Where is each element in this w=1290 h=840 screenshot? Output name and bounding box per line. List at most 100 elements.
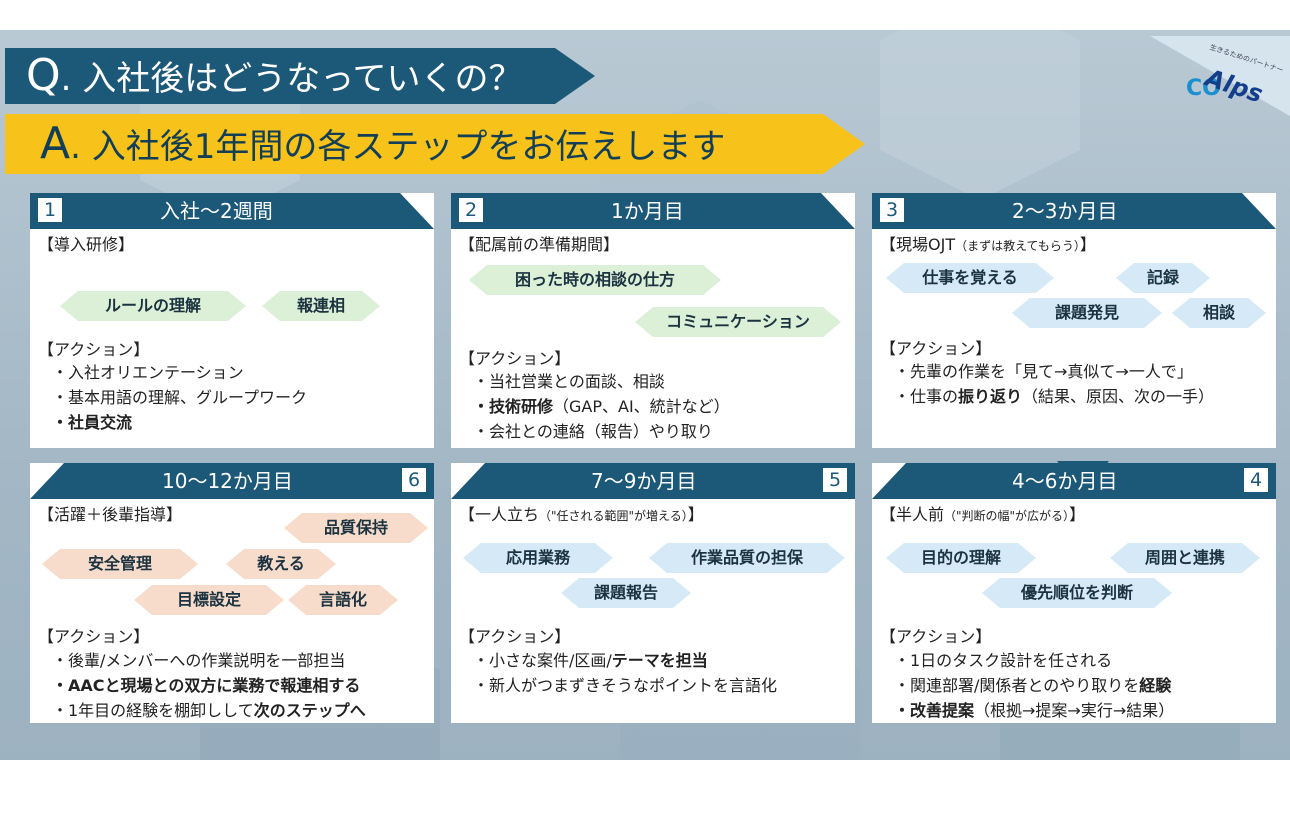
action-item-bold: ・技術研修 [473, 397, 554, 416]
step-title: 2～3か月目 [1012, 199, 1118, 223]
tag: 作業品質の担保 [649, 543, 845, 573]
tag: 相談 [1172, 298, 1266, 328]
step-card-3: 3 2～3か月目 【現場OJT（まずは教えてもらう）】 仕事を覚える 記録 課題… [872, 193, 1276, 448]
step-header: 3 2～3か月目 [872, 193, 1276, 229]
step-card-2: 2 1か月目 【配属前の準備期間】 困った時の相談の仕方 コミュニケーション 【… [451, 193, 855, 448]
action-item: ・社員交流 [52, 413, 133, 432]
action-item: ・先輩の作業を「見て→真似て→一人で」 [894, 362, 1193, 381]
subtitle-main: 【一人立ち [459, 505, 540, 524]
step-header: 1 入社～2週間 [30, 193, 434, 229]
question-text: Q. 入社後はどうなっていくの？ [26, 48, 523, 104]
tag: 記録 [1116, 263, 1210, 293]
step-header: 2 1か月目 [451, 193, 855, 229]
tag: 課題発見 [1012, 298, 1162, 328]
action-item: ・小さな案件/区画/テーマを担当 [473, 647, 708, 671]
answer-text: A. 入社後1年間の各ステップをお伝えします [40, 114, 725, 174]
step-subtitle: 【半人前（"判断の幅"が広がる）】 [880, 501, 1085, 525]
question-banner [5, 48, 595, 104]
tag: 仕事を覚える [886, 263, 1054, 293]
answer-banner [5, 114, 865, 174]
logo-mark-icon: CO [1186, 76, 1221, 101]
tag: 課題報告 [561, 578, 691, 608]
step-subtitle: 【現場OJT（まずは教えてもらう）】 [880, 231, 1096, 255]
step-subtitle: 【活躍＋後輩指導】 [38, 505, 183, 524]
step-header: 7～9か月目 5 [451, 463, 855, 499]
step-title: 入社～2週間 [160, 199, 273, 223]
step-card-5: 7～9か月目 5 【一人立ち（"任される範囲"が増える）】 応用業務 作業品質の… [451, 463, 855, 723]
action-item-bold: テーマを担当 [611, 651, 708, 670]
tag: 言語化 [288, 585, 398, 615]
action-item-bold: 振り返り [958, 387, 1023, 406]
step-header: 4～6か月目 4 [872, 463, 1276, 499]
tag: 応用業務 [463, 543, 613, 573]
tag: 安全管理 [42, 549, 198, 579]
subtitle-end: 】 [1079, 235, 1096, 254]
action-item-start: ・小さな案件/区画/ [473, 651, 612, 670]
slide: Q. 入社後はどうなっていくの？ A. 入社後1年間の各ステップをお伝えします … [0, 30, 1290, 760]
tag: ルールの理解 [60, 291, 246, 321]
step-header: 10～12か月目 6 [30, 463, 434, 499]
action-item: ・入社オリエンテーション [52, 363, 244, 382]
step-card-4: 4～6か月目 4 【半人前（"判断の幅"が広がる）】 目的の理解 周囲と連携 優… [872, 463, 1276, 723]
action-item: ・AACと現場との双方に業務で報連相する [52, 676, 361, 695]
tag: 目標設定 [134, 585, 284, 615]
action-label: 【アクション】 [459, 627, 571, 646]
answer-prefix: A [40, 118, 71, 169]
step-number: 3 [880, 198, 904, 222]
tag: 優先順位を判断 [982, 578, 1172, 608]
action-item: ・基本用語の理解、グループワーク [52, 388, 308, 407]
action-label: 【アクション】 [459, 349, 571, 368]
action-item: ・新人がつまずきそうなポイントを言語化 [473, 676, 778, 695]
action-item-bold: ・改善提案 [894, 701, 975, 720]
step-number: 4 [1244, 468, 1268, 492]
action-item: ・当社営業との面談、相談 [473, 372, 665, 391]
question-prefix: Q [26, 50, 61, 101]
tag: 困った時の相談の仕方 [469, 265, 721, 295]
subtitle-note: （"任される範囲"が増える） [539, 509, 688, 523]
step-number: 1 [38, 198, 62, 222]
step-title: 4～6か月目 [1012, 469, 1118, 493]
subtitle-main: 【現場OJT [880, 235, 956, 254]
tag: 教える [226, 549, 336, 579]
tag: 品質保持 [284, 513, 428, 543]
action-item: ・改善提案（根拠→提案→実行→結果） [894, 697, 1174, 721]
step-title: 10～12か月目 [162, 469, 293, 493]
tag: 目的の理解 [886, 543, 1036, 573]
subtitle-end: 】 [687, 505, 704, 524]
step-subtitle: 【一人立ち（"任される範囲"が増える）】 [459, 501, 704, 525]
action-item: ・会社との連絡（報告）やり取り [473, 422, 713, 441]
action-item-bold: 経験 [1139, 676, 1172, 695]
step-title: 7～9か月目 [591, 469, 697, 493]
step-card-1: 1 入社～2週間 【導入研修】 ルールの理解 報連相 【アクション】 ・入社オリ… [30, 193, 434, 448]
action-item-rest: （GAP、AI、統計など） [553, 397, 730, 416]
action-item: ・1年目の経験を棚卸しして次のステップへ [52, 697, 366, 721]
tag: 報連相 [262, 291, 380, 321]
subtitle-main: 【半人前 [880, 505, 945, 524]
action-item-bold: 次のステップへ [253, 701, 366, 720]
action-label: 【アクション】 [880, 339, 992, 358]
step-card-6: 10～12か月目 6 【活躍＋後輩指導】 品質保持 安全管理 教える 目標設定 … [30, 463, 434, 723]
question-body: . 入社後はどうなっていくの？ [60, 59, 523, 99]
action-item-start: ・1年目の経験を棚卸しして [52, 701, 254, 720]
action-item-start: ・関連部署/関係者とのやり取りを [894, 676, 1140, 695]
action-label: 【アクション】 [38, 627, 150, 646]
action-label: 【アクション】 [38, 340, 150, 359]
action-item-start: ・仕事の [894, 387, 959, 406]
action-item: ・後輩/メンバーへの作業説明を一部担当 [52, 651, 346, 670]
subtitle-note: （"判断の幅"が広がる） [944, 509, 1070, 523]
action-item-rest: （結果、原因、次の一手） [1022, 387, 1215, 406]
subtitle-note: （まずは教えてもらう） [955, 239, 1080, 253]
step-number: 6 [402, 468, 426, 492]
tag: コミュニケーション [635, 307, 841, 337]
step-number: 5 [823, 468, 847, 492]
action-item: ・仕事の振り返り（結果、原因、次の一手） [894, 383, 1214, 407]
action-item-rest: （根拠→提案→実行→結果） [974, 701, 1175, 720]
subtitle-end: 】 [1069, 505, 1086, 524]
action-label: 【アクション】 [880, 627, 992, 646]
answer-body: . 入社後1年間の各ステップをお伝えします [70, 127, 726, 167]
step-subtitle: 【配属前の準備期間】 [459, 235, 620, 254]
step-subtitle: 【導入研修】 [38, 235, 135, 254]
action-item: ・技術研修（GAP、AI、統計など） [473, 393, 730, 417]
tag: 周囲と連携 [1110, 543, 1260, 573]
step-number: 2 [459, 198, 483, 222]
